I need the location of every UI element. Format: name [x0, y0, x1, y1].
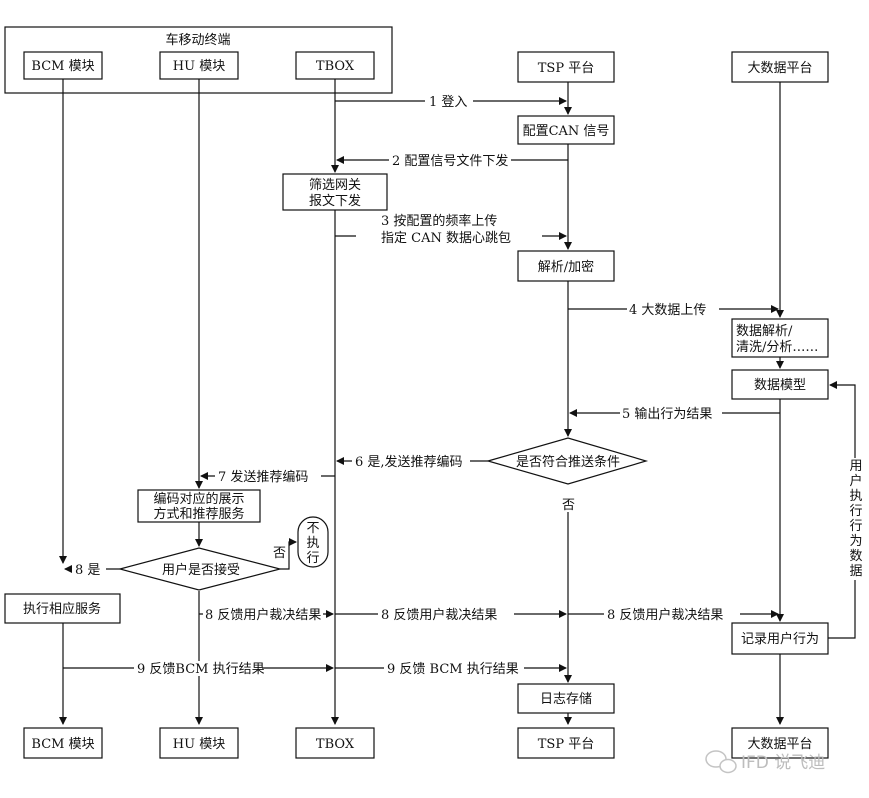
step1-label-bg: [425, 94, 473, 109]
record-behavior-label: 记录用户行为: [741, 631, 819, 647]
reject-no-label: 否: [273, 546, 286, 561]
bigdata-parse-line1: 数据解析/: [736, 324, 793, 339]
vlabel-char-5: 行: [849, 519, 862, 534]
step4-label-bg: [627, 302, 719, 317]
lane-footer-hu-label: HU 模块: [173, 737, 225, 752]
step9-tbox-label-bg: [384, 661, 524, 676]
watermark-text: IFD 说飞迪: [741, 753, 825, 773]
step8-fb-tsp-label-bg: [604, 607, 740, 622]
not-execute-char-1: 不: [306, 521, 319, 536]
log-storage-label: 日志存储: [540, 692, 592, 707]
reject-arrow: [280, 538, 297, 570]
lane-header-tbox: [295, 51, 375, 80]
vlabel-char-8: 据: [849, 564, 862, 579]
filter-gateway-line2: 报文下发: [309, 193, 361, 209]
user-behavior-vertical-label: 用 户 执 行 行 为 数 据: [849, 459, 862, 579]
step4-label: 4 大数据上传: [629, 303, 706, 318]
lane-footer-bcm: [23, 727, 103, 759]
lane-header-hu-label: HU 模块: [173, 59, 225, 74]
step9-tbox-label: 9 反馈 BCM 执行结果: [387, 662, 519, 677]
step5-label-bg: [620, 406, 722, 421]
lane-header-tsp: [517, 51, 615, 83]
step2-label: 2 配置信号文件下发: [392, 153, 508, 169]
execute-service-label: 执行相应服务: [23, 601, 101, 617]
lane-header-tbox-label: TBOX: [316, 59, 355, 74]
vlabel-char-2: 户: [849, 473, 862, 489]
data-model-label: 数据模型: [754, 378, 806, 393]
not-execute-capsule: [297, 516, 329, 568]
config-can-box: [517, 115, 615, 145]
not-execute-char-3: 行: [306, 551, 319, 566]
no-push-label: 否: [562, 498, 575, 513]
display-service-line1: 编码对应的展示: [153, 491, 244, 507]
step6-label-bg: [352, 454, 470, 469]
lane-footer-bigdata-label: 大数据平台: [747, 737, 812, 752]
lane-header-bigdata: [731, 51, 829, 83]
user-accept-label: 用户是否接受: [162, 562, 240, 578]
push-condition-label: 是否符合推送条件: [516, 454, 620, 470]
bigdata-parse-box: [731, 318, 829, 358]
step8-yes-label: 8 是: [75, 563, 100, 578]
lane-header-bcm: [23, 51, 103, 80]
step2-label-bg: [389, 153, 511, 168]
lane-footer-hu: [159, 727, 239, 759]
lane-footer-tbox-label: TBOX: [316, 737, 355, 752]
record-behavior-box: [731, 622, 829, 655]
step8-fb-tbox-label: 8 反馈用户裁决结果: [381, 607, 497, 623]
step5-label: 5 输出行为结果: [622, 406, 712, 422]
wechat-icon: [705, 750, 737, 774]
lane-footer-bigdata: [731, 727, 829, 759]
step8-yes-label-bg: [72, 562, 106, 577]
vlabel-char-3: 执: [849, 489, 862, 504]
not-execute-char-2: 执: [306, 536, 319, 551]
lane-footer-tsp-label: TSP 平台: [538, 737, 594, 752]
parse-encrypt-label: 解析/加密: [538, 259, 594, 275]
display-service-box: [137, 489, 261, 523]
lane-footer-tsp: [517, 727, 615, 759]
step9-bcm-label-bg: [134, 661, 262, 676]
config-can-label: 配置CAN 信号: [523, 124, 610, 139]
step8-fb-tbox-label-bg: [378, 607, 514, 622]
step8-fb-hu-label: 8 反馈用户裁决结果: [205, 607, 321, 623]
bigdata-parse-line2: 清洗/分析……: [736, 340, 818, 355]
step3-line1: 3 按配置的频率上传: [381, 213, 497, 229]
step3-line2: 指定 CAN 数据心跳包: [381, 231, 511, 246]
lane-header-tsp-label: TSP 平台: [538, 61, 594, 76]
parse-encrypt-box: [517, 250, 615, 282]
vlabel-char-7: 数: [849, 549, 862, 564]
vlabel-char-1: 用: [849, 459, 862, 474]
step8-fb-hu-label-bg: [203, 607, 323, 622]
lane-header-bigdata-label: 大数据平台: [747, 61, 812, 76]
vlabel-char-4: 行: [849, 504, 862, 519]
execute-service-box: [4, 593, 121, 624]
step8-fb-tsp-label: 8 反馈用户裁决结果: [607, 607, 723, 623]
lane-footer-tbox: [295, 727, 375, 759]
step9-bcm-label: 9 反馈BCM 执行结果: [137, 662, 265, 677]
step1-label: 1 登入: [429, 95, 467, 110]
vehicle-terminal-title: 车移动终端: [165, 32, 230, 48]
step7-label-bg: [215, 469, 321, 484]
push-condition-diamond: [485, 437, 649, 485]
user-behavior-label-bg: [848, 458, 864, 580]
log-storage-box: [517, 683, 615, 714]
lane-footer-bcm-label: BCM 模块: [31, 737, 94, 752]
filter-gateway-line1: 筛选网关: [309, 178, 361, 193]
step7-label: 7 发送推荐编码: [218, 469, 308, 485]
step6-label: 6 是,发送推荐编码: [355, 454, 463, 470]
vlabel-char-6: 为: [849, 534, 862, 549]
data-model-box: [731, 369, 829, 400]
filter-gateway-box: [282, 173, 388, 211]
display-service-line2: 方式和推荐服务: [153, 506, 244, 522]
lane-header-bcm-label: BCM 模块: [31, 59, 94, 74]
